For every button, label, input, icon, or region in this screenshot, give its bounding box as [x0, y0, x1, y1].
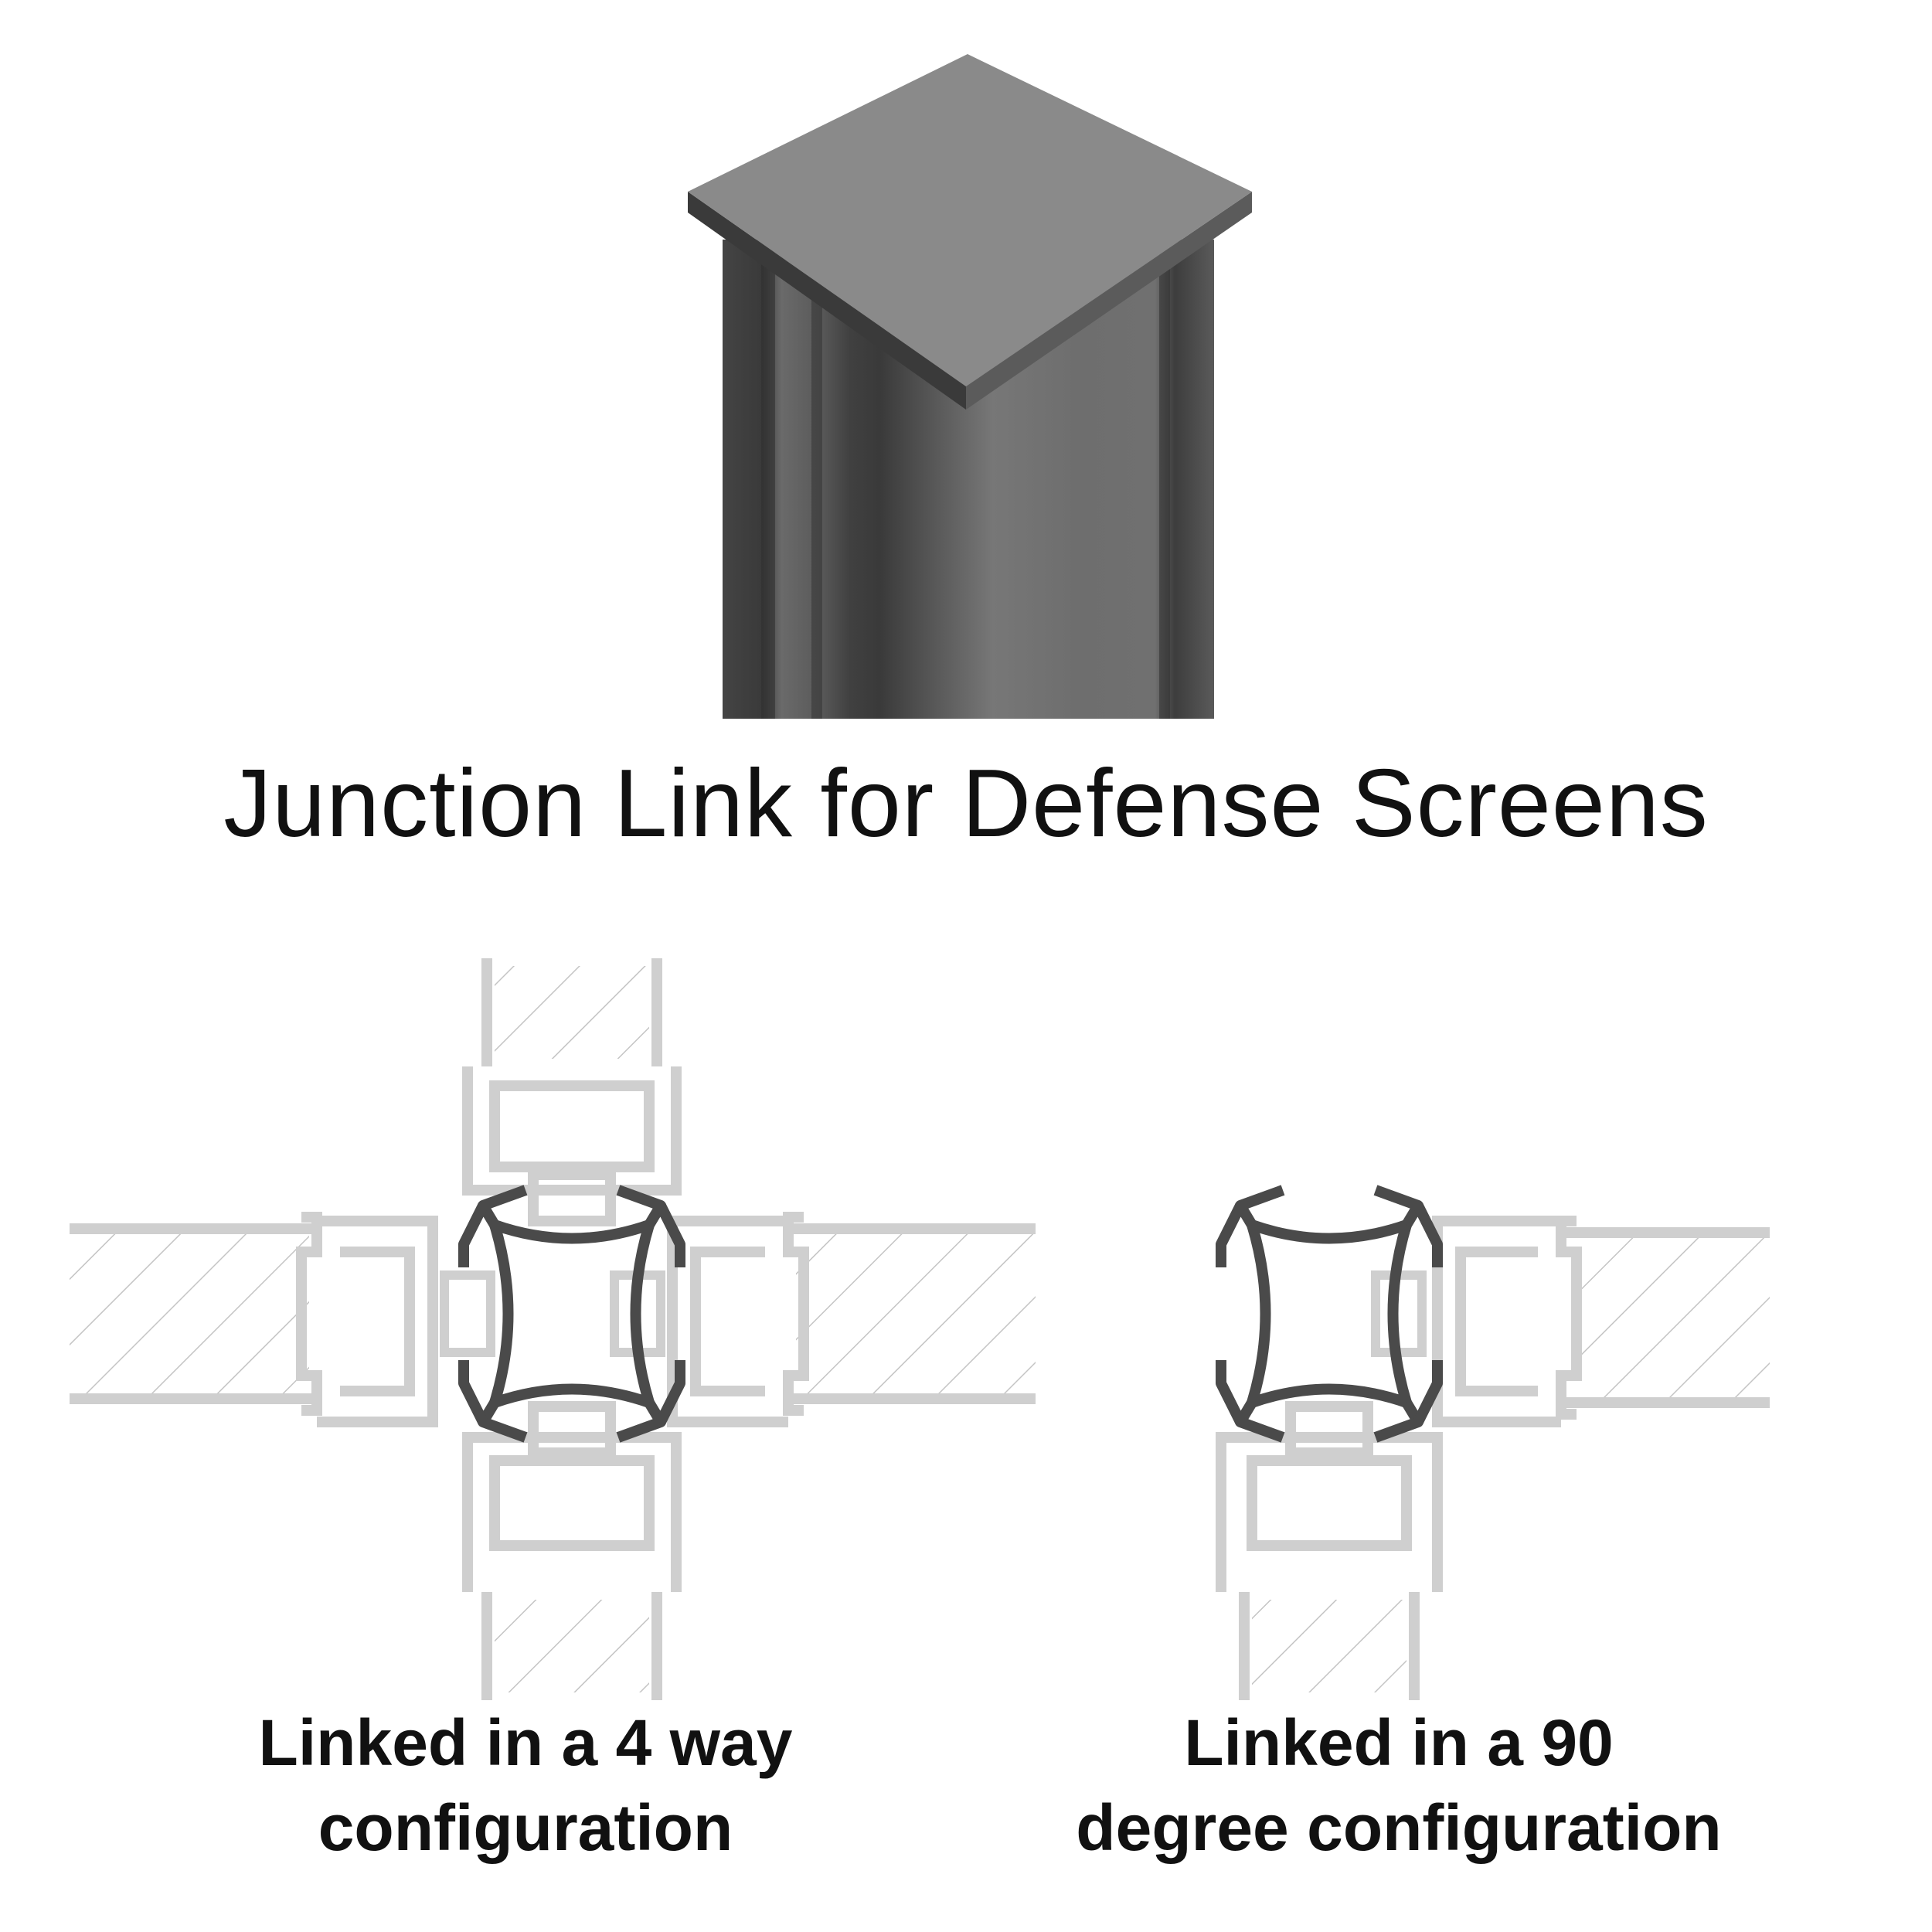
top-panel — [462, 958, 682, 1226]
bottom-panel-90 — [1216, 1401, 1443, 1700]
junction-link-post-illustration — [688, 54, 1252, 719]
four-way-caption-line1: Linked in a 4 way — [258, 1706, 793, 1779]
post-cap-edge — [688, 192, 966, 410]
junction-connector-90 — [1216, 1185, 1443, 1443]
page-title: Junction Link for Defense Screens — [223, 750, 1709, 857]
right-panel — [667, 1212, 1036, 1427]
left-panel — [70, 1212, 438, 1427]
four-way-caption: Linked in a 4 way configuration — [139, 1700, 912, 1870]
junction-connector — [458, 1185, 685, 1443]
ninety-degree-caption-line2: degree configuration — [1076, 1791, 1722, 1864]
bottom-panel — [462, 1401, 682, 1700]
four-way-caption-line2: configuration — [318, 1791, 733, 1864]
four-way-configuration-diagram — [70, 958, 1036, 1700]
ninety-degree-caption-line1: Linked in a 90 — [1184, 1706, 1614, 1779]
ninety-degree-configuration-diagram — [1216, 1185, 1770, 1700]
post-cap-top — [688, 54, 1252, 386]
right-panel-90 — [1432, 1216, 1770, 1427]
ninety-degree-caption: Linked in a 90 degree configuration — [1012, 1700, 1785, 1870]
